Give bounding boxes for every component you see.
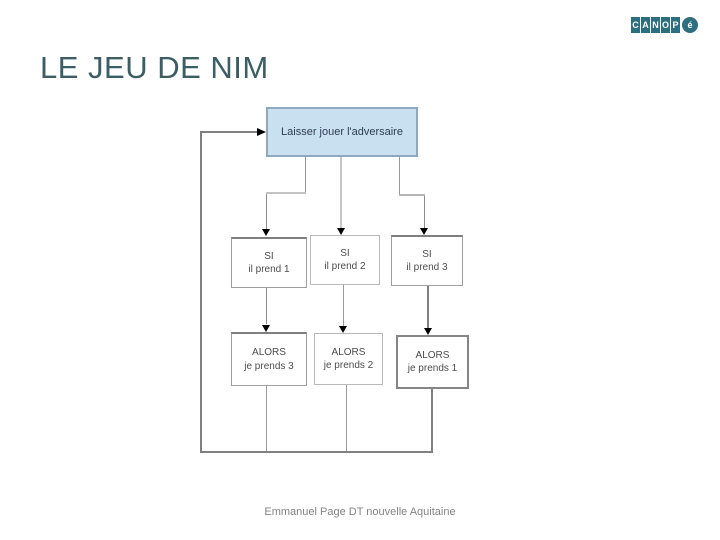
connector-line bbox=[305, 153, 306, 193]
arrowhead-icon bbox=[262, 229, 270, 236]
flow-box-label: SI bbox=[264, 250, 274, 262]
connector-line bbox=[427, 283, 429, 328]
flow-box-label: il prend 2 bbox=[324, 261, 366, 272]
flow-box-label: je prends 3 bbox=[244, 360, 294, 372]
connector-line bbox=[200, 131, 202, 453]
connector-line bbox=[431, 385, 433, 451]
flow-box-si-3: SI il prend 3 bbox=[391, 235, 463, 286]
footer-credit: Emmanuel Page DT nouvelle Aquitaine bbox=[264, 506, 456, 518]
flow-box-si-1: SI il prend 1 bbox=[231, 237, 307, 288]
flow-box-label: ALORS bbox=[415, 349, 450, 361]
flow-box-alors-3: ALORS je prends 1 bbox=[396, 335, 469, 389]
logo-letter-tile: P bbox=[671, 17, 680, 33]
connector-line bbox=[266, 192, 306, 194]
flow-box-label: ALORS bbox=[331, 346, 366, 358]
connector-line bbox=[266, 383, 267, 451]
arrowhead-icon bbox=[424, 328, 432, 335]
page-title: LE JEU DE NIM bbox=[40, 50, 269, 85]
connector-line bbox=[266, 285, 267, 324]
arrowhead-icon bbox=[339, 326, 347, 333]
flow-box-label: je prends 2 bbox=[323, 360, 374, 371]
connector-line bbox=[424, 196, 425, 228]
arrowhead-icon bbox=[420, 228, 428, 235]
connector-line bbox=[266, 194, 267, 229]
connector-line bbox=[200, 451, 433, 453]
flow-box-label: SI bbox=[340, 247, 350, 259]
logo-letter-tile: O bbox=[661, 17, 670, 33]
connector-line bbox=[340, 153, 342, 228]
connector-line bbox=[202, 131, 257, 133]
flow-box-label: SI bbox=[422, 248, 432, 260]
flow-box-si-2: SI il prend 2 bbox=[310, 235, 380, 285]
flow-box-label: Laisser jouer l'adversaire bbox=[281, 125, 403, 138]
flow-box-label: il prend 1 bbox=[248, 264, 290, 275]
flow-box-label: je prends 1 bbox=[407, 363, 458, 374]
connector-line bbox=[343, 283, 344, 326]
logo-accent-badge-icon: é bbox=[682, 17, 698, 33]
connector-line bbox=[399, 194, 425, 196]
connector-line bbox=[399, 153, 400, 195]
logo-letter-tile: C bbox=[631, 17, 640, 33]
flow-box-label: ALORS bbox=[252, 347, 286, 359]
canope-logo: C A N O P é bbox=[631, 17, 698, 33]
connector-line bbox=[346, 383, 347, 451]
arrowhead-icon bbox=[262, 325, 270, 332]
flow-box-label: il prend 3 bbox=[406, 262, 448, 273]
logo-letter-tile: N bbox=[651, 17, 660, 33]
arrowhead-icon bbox=[337, 228, 345, 235]
flow-box-alors-2: ALORS je prends 2 bbox=[314, 333, 383, 385]
arrowhead-icon bbox=[257, 128, 266, 136]
logo-letter-tile: A bbox=[641, 17, 650, 33]
flow-box-laisser-jouer: Laisser jouer l'adversaire bbox=[266, 107, 418, 157]
flow-box-alors-1: ALORS je prends 3 bbox=[231, 332, 307, 386]
